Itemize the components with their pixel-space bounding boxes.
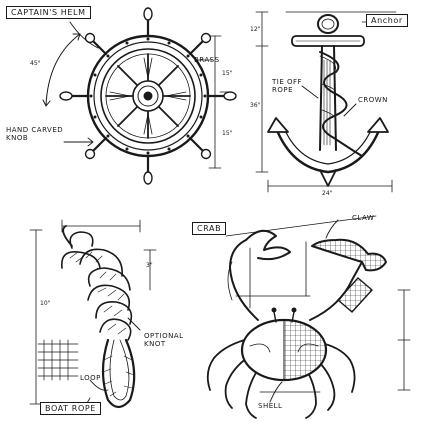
- rope-knot-callout: OPTIONAL KNOT: [144, 332, 184, 349]
- anchor-width-dimension: 24": [322, 190, 333, 197]
- anchor-drawing: [255, 11, 397, 193]
- anchor-tie-callout: TIE OFF ROPE: [272, 78, 303, 95]
- helm-top-dimension: 15": [222, 70, 233, 77]
- helm-title-label: CAPTAIN'S HELM: [6, 6, 91, 19]
- rope-loop-callout: LOOP: [80, 374, 101, 382]
- helm-bottom-dimension: 15": [222, 130, 233, 137]
- helm-knob-callout: HAND CARVED KNOB: [6, 126, 64, 143]
- anchor-crown-callout: CROWN: [358, 96, 388, 104]
- ships-wheel-drawing: [42, 7, 237, 185]
- helm-brass-callout: BRASS: [194, 56, 220, 64]
- crab-shell-callout: SHELL: [258, 402, 283, 410]
- rope-caption-label: BOAT ROPE: [40, 402, 101, 415]
- anchor-top-dimension: 12": [250, 26, 261, 33]
- crab-drawing: [206, 215, 411, 419]
- rope-top-dimension: 3": [146, 262, 153, 269]
- helm-angle-dimension: 45°: [30, 60, 41, 67]
- crab-title-label: CRAB: [192, 222, 227, 235]
- anchor-mid-dimension: 36": [250, 102, 261, 109]
- anchor-title-label: Anchor: [366, 14, 408, 27]
- rope-knot-drawing: [29, 219, 157, 409]
- crab-claw-callout: CLAW: [352, 214, 375, 222]
- rope-side-dimension: 10": [40, 300, 51, 307]
